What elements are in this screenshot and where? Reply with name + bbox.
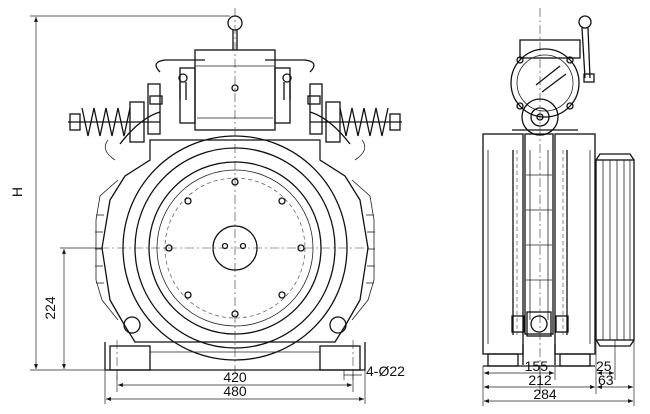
front-view [68,8,402,380]
dim-212-label: 212 [528,372,552,388]
side-view [482,8,635,380]
dim-63-label: 63 [598,372,614,388]
overall-depth-label: 284 [533,386,557,402]
base-width-label: 480 [223,383,247,399]
shaft-height-label: 224 [42,296,58,320]
front-dimensions: H 224 420 480 4-Ø22 [9,15,405,404]
side-dimensions: 155 25 212 63 284 [482,340,635,406]
dim-155-label: 155 [525,358,549,374]
dim-25-label: 25 [596,358,612,374]
motor-body [95,139,375,343]
left-spring [68,83,161,143]
right-spring [309,83,402,143]
bolt-span-label: 420 [223,369,247,385]
height-label: H [9,187,25,197]
mounting-holes-label: 4-Ø22 [366,363,405,379]
